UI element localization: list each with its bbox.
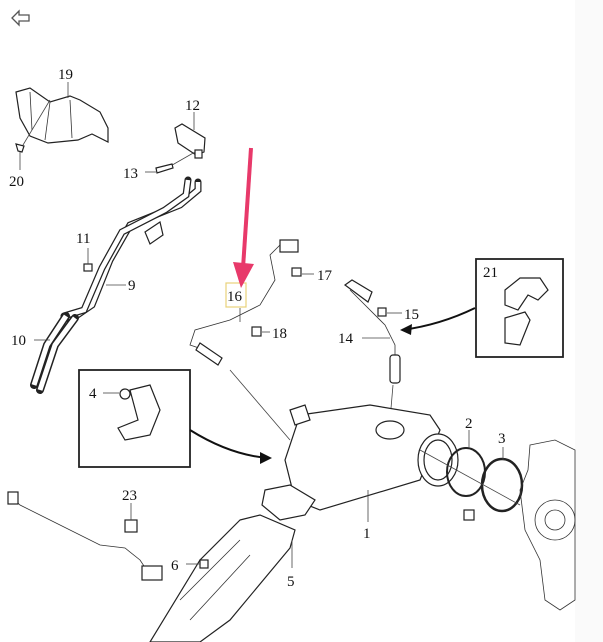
part-9-pipes[interactable] <box>60 176 202 324</box>
part-23-temperature-sensor[interactable] <box>7 491 163 581</box>
highlight-arrow-icon <box>233 147 254 288</box>
part-14-oxygen-sensor[interactable] <box>343 279 401 384</box>
callout-14[interactable]: 14 <box>338 331 354 347</box>
inset-box-21[interactable] <box>475 258 564 358</box>
callout-17[interactable]: 17 <box>317 268 333 284</box>
turbocharger[interactable] <box>519 439 576 611</box>
callout-18[interactable]: 18 <box>272 326 287 342</box>
callout-21[interactable]: 21 <box>483 265 498 281</box>
callout-2[interactable]: 2 <box>465 416 473 432</box>
callout-6[interactable]: 6 <box>171 558 179 574</box>
part-19-heat-shield[interactable] <box>15 87 109 144</box>
callout-16[interactable]: 16 <box>227 289 243 305</box>
callout-20[interactable]: 20 <box>9 174 24 190</box>
part-15-clip[interactable] <box>377 307 387 317</box>
callout-23[interactable]: 23 <box>122 488 137 504</box>
part-11-clip[interactable] <box>83 263 93 272</box>
callout-3[interactable]: 3 <box>498 431 506 447</box>
callout-13[interactable]: 13 <box>123 166 138 182</box>
callout-1[interactable]: 1 <box>363 526 371 542</box>
part-5-downpipe[interactable] <box>149 484 316 642</box>
part-6-bolt[interactable] <box>199 559 209 569</box>
inset-box-4[interactable] <box>78 369 191 468</box>
back-arrow-icon[interactable] <box>10 9 32 27</box>
highlight-box-16 <box>225 282 247 308</box>
callout-15[interactable]: 15 <box>404 307 419 323</box>
part-20-screw[interactable] <box>15 143 25 153</box>
part-1-catalytic-converter[interactable] <box>284 404 459 511</box>
part-13-bolt[interactable] <box>155 163 174 174</box>
callout-10[interactable]: 10 <box>11 333 26 349</box>
callout-11[interactable]: 11 <box>76 231 90 247</box>
callout-12[interactable]: 12 <box>185 98 200 114</box>
callout-5[interactable]: 5 <box>287 574 295 590</box>
part-17-clip[interactable] <box>291 267 302 277</box>
callout-9[interactable]: 9 <box>128 278 136 294</box>
part-10-hose[interactable] <box>30 312 79 394</box>
part-12-pressure-sensor[interactable] <box>174 123 206 159</box>
callout-19[interactable]: 19 <box>58 67 73 83</box>
callout-4[interactable]: 4 <box>89 386 97 402</box>
part-16-oxygen-sensor[interactable] <box>189 239 299 366</box>
part-18-clip[interactable] <box>251 326 262 337</box>
right-edge-strip <box>575 0 603 642</box>
part-3-clamp[interactable] <box>463 457 524 521</box>
